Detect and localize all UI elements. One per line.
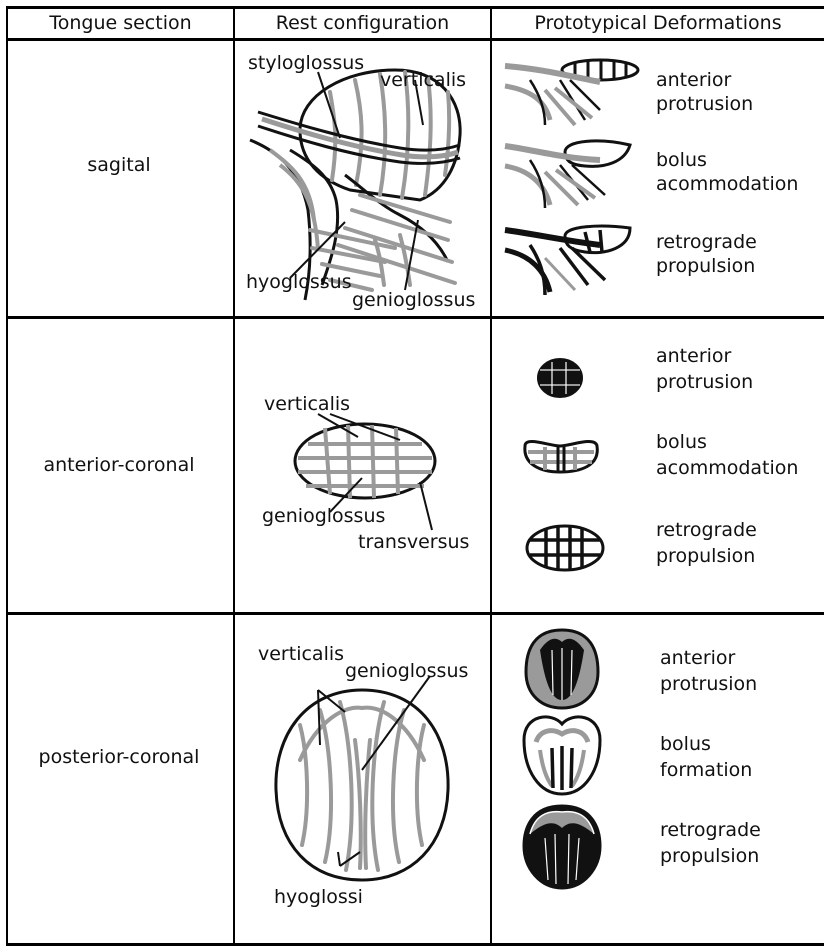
deformation-label-anterior-3a: retrograde — [656, 519, 757, 541]
deformation-label-sagital-1b: protrusion — [656, 93, 753, 115]
posterior-deformation-anterior-protrusion — [526, 630, 598, 708]
posterior-deformation-bolus-formation — [524, 717, 600, 794]
deformation-label-sagital-3b: propulsion — [656, 255, 755, 277]
label-transversus: transversus — [358, 531, 469, 553]
label-genioglossus-anterior: genioglossus — [262, 505, 385, 527]
anterior-deformation-bolus-accommodation — [525, 442, 597, 472]
label-hyoglossi: hyoglossi — [274, 886, 363, 908]
posterior-deformation-retrograde-propulsion — [524, 806, 600, 888]
deformation-label-posterior-2b: formation — [660, 759, 752, 781]
deformation-label-anterior-1a: anterior — [656, 345, 732, 367]
label-verticalis-anterior: verticalis — [264, 393, 350, 415]
deformation-label-posterior-3b: propulsion — [660, 845, 759, 867]
deformation-label-sagital-2a: bolus — [656, 149, 707, 171]
label-verticalis-sagital: verticalis — [380, 69, 466, 91]
deformation-label-sagital-3a: retrograde — [656, 231, 757, 253]
sagital-rest-diagram: styloglossus verticalis hyoglossus genio… — [246, 52, 475, 311]
deformation-label-sagital-1a: anterior — [656, 69, 732, 91]
sagital-deformation-retrograde-propulsion — [505, 226, 630, 295]
label-genioglossus-posterior: genioglossus — [345, 660, 468, 682]
deformation-label-posterior-1a: anterior — [660, 647, 736, 669]
deformation-label-anterior-3b: propulsion — [656, 545, 755, 567]
deformation-label-sagital-2b: acommodation — [656, 173, 798, 195]
anterior-coronal-rest-diagram: verticalis genioglossus transversus — [262, 393, 469, 553]
deformation-label-anterior-1b: protrusion — [656, 371, 753, 393]
anterior-deformation-anterior-protrusion — [538, 359, 582, 397]
deformation-label-anterior-2a: bolus — [656, 431, 707, 453]
label-styloglossus: styloglossus — [248, 52, 364, 74]
anterior-deformation-retrograde-propulsion — [527, 526, 603, 570]
label-genioglossus-sagital: genioglossus — [352, 289, 475, 311]
sagital-deformation-bolus-accommodation — [505, 141, 630, 208]
sagital-deformation-anterior-protrusion — [505, 60, 638, 125]
label-verticalis-posterior: verticalis — [258, 643, 344, 665]
deformation-label-posterior-1b: protrusion — [660, 673, 757, 695]
deformation-label-posterior-3a: retrograde — [660, 819, 761, 841]
posterior-coronal-rest-diagram: verticalis genioglossus hyoglossi — [258, 643, 468, 908]
label-hyoglossus: hyoglossus — [246, 271, 352, 293]
deformation-label-anterior-2b: acommodation — [656, 457, 798, 479]
deformation-label-posterior-2a: bolus — [660, 733, 711, 755]
